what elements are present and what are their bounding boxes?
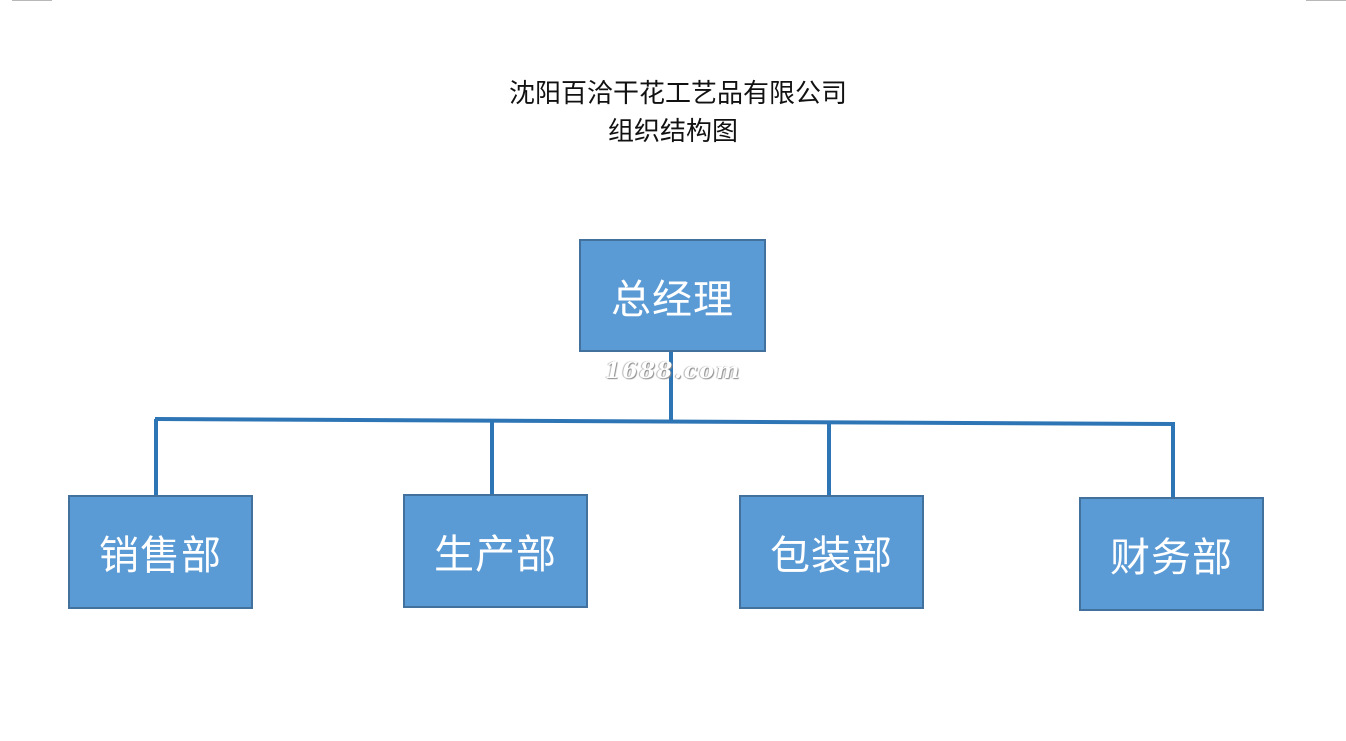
org-node-sales: 销售部: [68, 495, 253, 609]
org-node-packaging: 包装部: [739, 495, 924, 609]
connector-horizontal-bus: [154, 417, 1176, 426]
page-corner-mark-left: [12, 0, 52, 1]
page-corner-mark-right: [1306, 0, 1346, 1]
org-node-production: 生产部: [403, 494, 588, 608]
org-node-label: 包装部: [770, 533, 893, 579]
org-node-general-manager: 总经理: [579, 239, 766, 352]
chart-title-subtitle: 组织结构图: [607, 117, 738, 147]
watermark-text: 1688.com: [605, 358, 742, 384]
org-node-finance: 财务部: [1079, 497, 1264, 611]
org-node-label: 销售部: [99, 533, 222, 579]
org-node-label: 总经理: [611, 276, 734, 323]
chart-title-company: 沈阳百洽干花工艺品有限公司: [508, 79, 847, 109]
org-node-label: 财务部: [1110, 535, 1233, 581]
org-node-label: 生产部: [434, 532, 557, 578]
